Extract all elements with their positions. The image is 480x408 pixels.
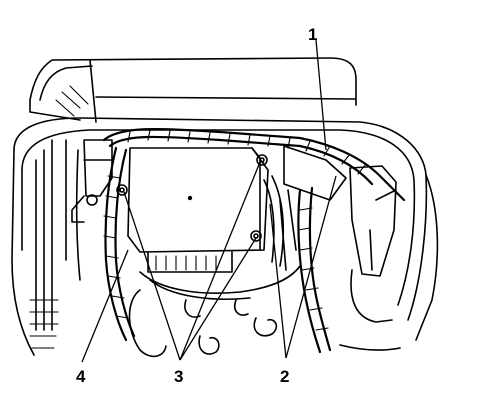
- leader-3a: [123, 191, 181, 361]
- seat-back-cushion: [29, 57, 357, 123]
- leader-4: [81, 249, 129, 363]
- leader-3c: [179, 237, 257, 361]
- wiring-harness: [102, 127, 406, 354]
- leader-1: [315, 39, 327, 151]
- left-connector-bracket: [71, 139, 113, 223]
- callout-3: 3: [174, 367, 183, 386]
- right-side-bracket: [283, 145, 397, 323]
- leader-2a: [285, 175, 337, 359]
- leader-2b: [269, 203, 287, 359]
- leader-3b: [179, 161, 261, 361]
- callout-4: 4: [76, 367, 86, 386]
- callout-leader-lines: [81, 39, 337, 363]
- callout-2: 2: [280, 367, 289, 386]
- left-seat-rail: [29, 139, 81, 349]
- callout-labels: 1 2 3 4: [76, 25, 317, 386]
- callout-1: 1: [308, 25, 317, 44]
- seat-pan-frame: [11, 117, 439, 356]
- seat-springs: [128, 289, 278, 358]
